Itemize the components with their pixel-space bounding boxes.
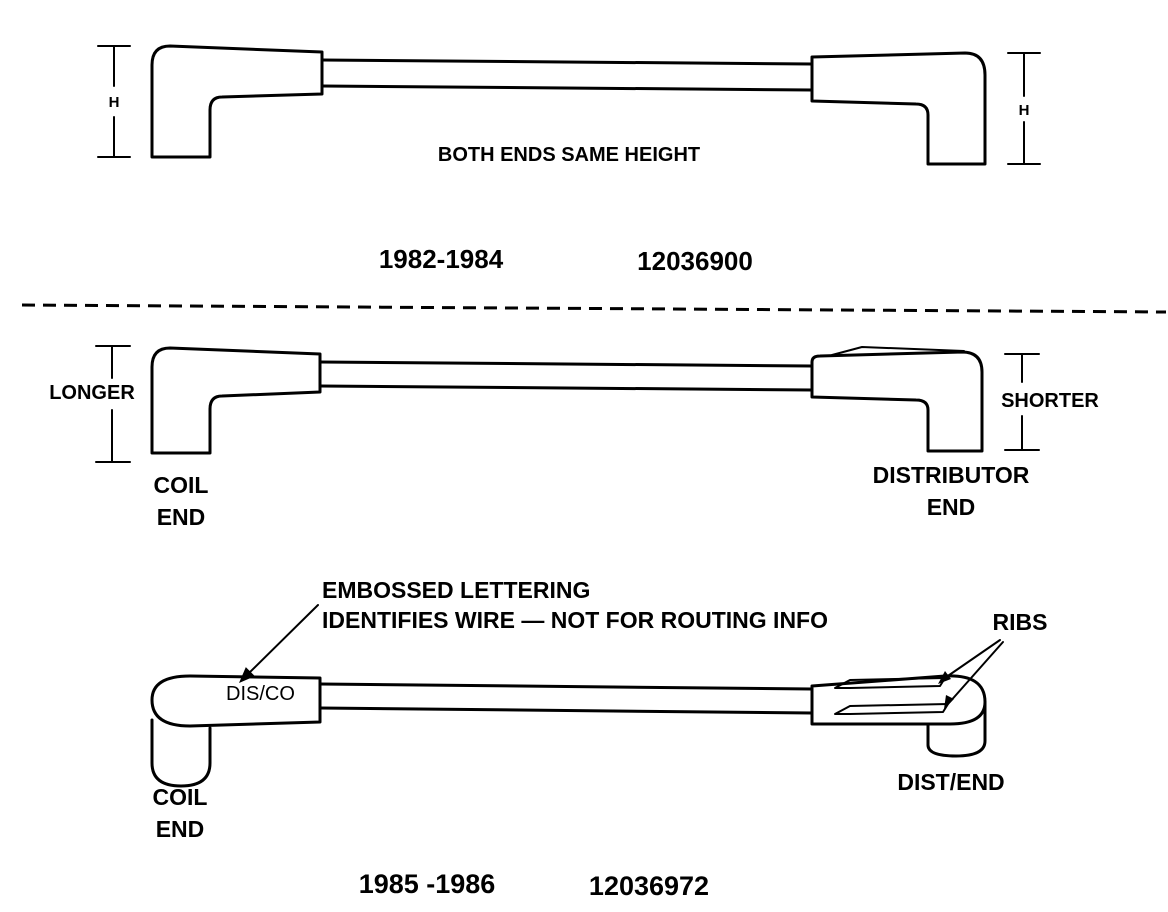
ribs-label: RIBS	[993, 609, 1048, 635]
coil-end-label-2a: COIL	[154, 472, 209, 498]
embossed-callout-arrowhead	[239, 667, 255, 683]
cable-bottom-3	[318, 706, 814, 715]
right-boot-2	[810, 350, 984, 453]
embossed-callout-line2: IDENTIFIES WIRE — NOT FOR ROUTING INFO	[322, 607, 828, 633]
right-height-dimension	[1007, 52, 1041, 165]
right-height-label: H	[1019, 102, 1030, 119]
wire-longer-shorter: LONGER SHORTER COIL END DISTRIBUTOR END	[49, 345, 1099, 530]
right-boot-2-ridge	[831, 346, 965, 356]
rib-lower	[834, 703, 949, 715]
cable-top-3	[318, 682, 814, 691]
right-boot-3	[810, 674, 987, 726]
left-boot-3-head	[150, 674, 322, 728]
part-number-12036972: 12036972	[589, 871, 709, 901]
left-height-label: H	[109, 94, 120, 111]
left-boot-2	[150, 346, 322, 455]
embossed-callout-line1: EMBOSSED LETTERING	[322, 577, 590, 603]
longer-label: LONGER	[49, 382, 135, 404]
coil-end-label-3a: COIL	[153, 784, 208, 810]
shorter-label: SHORTER	[1001, 390, 1099, 412]
right-boot-3-nipple	[926, 700, 987, 758]
dist-end-label: DIST/END	[897, 769, 1004, 795]
years-1982-1984: 1982-1984	[379, 244, 504, 274]
same-height-note: BOTH ENDS SAME HEIGHT	[438, 144, 700, 166]
years-1985-1986: 1985 -1986	[359, 869, 496, 899]
embossed-lettering: DIS/CO	[226, 683, 295, 705]
right-boot-1	[810, 51, 987, 166]
embossed-callout-leader	[245, 604, 319, 677]
cable-bottom-2	[318, 384, 814, 392]
shorter-dimension	[1004, 353, 1040, 451]
ribs-leader-lower	[947, 641, 1004, 705]
cable-top-1	[320, 58, 814, 66]
ribs-arrowhead-lower	[944, 695, 954, 709]
section-divider	[21, 303, 1167, 314]
ribs-leader-upper	[941, 639, 1001, 681]
cable-bottom-1	[320, 84, 814, 92]
left-boot-1	[150, 44, 324, 159]
distributor-end-label-a: DISTRIBUTOR	[873, 462, 1030, 488]
coil-end-label-3b: END	[156, 816, 205, 842]
coil-end-label-2b: END	[157, 504, 206, 530]
wire-1985-1986: DIS/CO EMBOSSED LETTERING IDENTIFIES WIR…	[150, 577, 1048, 901]
part-number-12036900: 12036900	[637, 246, 753, 276]
cable-top-2	[318, 360, 814, 368]
longer-dimension	[95, 345, 131, 463]
left-boot-3	[150, 718, 212, 788]
wire-1982-1984: H H BOTH ENDS SAME HEIGHT 1982-1984 1203…	[97, 44, 1041, 276]
ribs-arrowhead-upper	[938, 671, 951, 684]
distributor-end-label-b: END	[927, 494, 976, 520]
left-height-dimension	[97, 45, 131, 158]
